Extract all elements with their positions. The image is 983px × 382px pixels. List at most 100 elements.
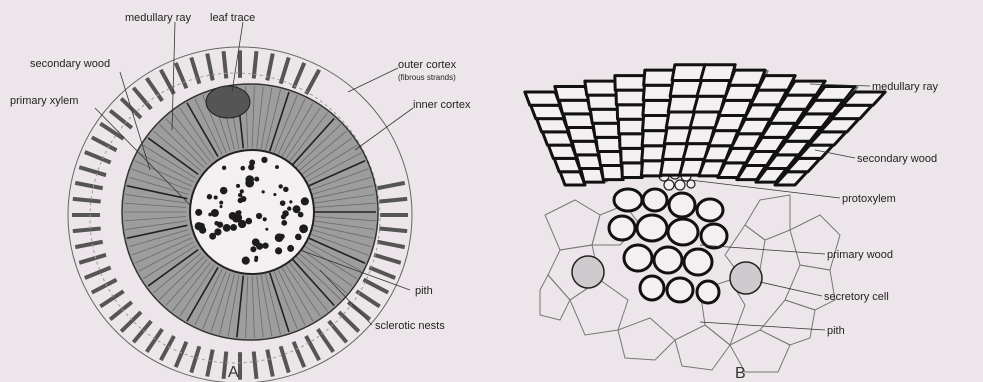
sclerotic-nest bbox=[280, 200, 286, 206]
sclerotic-nest bbox=[250, 246, 256, 252]
fibrous-strand bbox=[356, 291, 379, 306]
secondary-wood-cell bbox=[555, 87, 589, 101]
fibrous-strand bbox=[224, 51, 227, 78]
sclerotic-nest bbox=[207, 194, 212, 199]
fibrous-strand bbox=[147, 329, 163, 352]
secondary-wood-cell bbox=[599, 151, 623, 165]
fibrous-strand bbox=[100, 291, 123, 306]
secondary-wood-cell bbox=[615, 76, 646, 91]
secondary-wood-columns bbox=[525, 65, 885, 185]
sclerotic-nest bbox=[195, 209, 202, 216]
fibrous-strand bbox=[207, 54, 212, 81]
secondary-wood-cell bbox=[525, 92, 560, 105]
sclerotic-nest bbox=[295, 207, 299, 211]
sclerotic-nest bbox=[278, 184, 282, 188]
sclerotic-nest bbox=[240, 189, 244, 193]
fibrous-strand bbox=[121, 312, 141, 331]
fibrous-strand bbox=[377, 183, 404, 188]
fibrous-strand bbox=[191, 57, 199, 83]
secondary-wood-cell bbox=[568, 128, 597, 142]
fibrous-strand bbox=[110, 302, 132, 319]
secondary-wood-cell bbox=[593, 123, 620, 137]
fibrous-strand bbox=[92, 280, 117, 293]
fibrous-strand bbox=[73, 199, 101, 202]
sclerotic-nest bbox=[254, 177, 259, 182]
sclerotic-nest bbox=[283, 187, 289, 193]
fibrous-strand bbox=[92, 137, 117, 150]
fibrous-strand bbox=[191, 346, 199, 372]
fibrous-strand bbox=[75, 183, 102, 188]
fibrous-strand bbox=[133, 88, 151, 109]
sclerotic-nest bbox=[273, 193, 276, 196]
sclerotic-nest bbox=[262, 190, 265, 193]
secondary-wood-cell bbox=[559, 100, 591, 114]
sclerotic-nest bbox=[230, 224, 237, 231]
fibrous-strand bbox=[161, 70, 174, 94]
sclerotic-nest bbox=[254, 258, 258, 262]
secondary-wood-cell bbox=[643, 100, 671, 115]
secondary-wood-cell bbox=[596, 137, 621, 151]
sclerotic-nest bbox=[299, 224, 308, 233]
sclerotic-nest bbox=[245, 218, 252, 225]
panel-label-a: A bbox=[228, 364, 239, 381]
sclerotic-nest bbox=[249, 159, 255, 165]
fibrous-strand bbox=[377, 242, 404, 247]
secondary-wood-cell bbox=[563, 114, 593, 128]
fibrous-strand bbox=[207, 350, 212, 377]
secondary-wood-cell bbox=[622, 163, 642, 178]
sclerotic-nest bbox=[287, 245, 294, 252]
label-a-sclerotic-nests: sclerotic nests bbox=[375, 320, 445, 332]
fibrous-strand bbox=[254, 352, 257, 379]
fibrous-strand bbox=[306, 70, 319, 94]
secondary-wood-cell bbox=[572, 141, 599, 155]
fibrous-strand bbox=[85, 152, 111, 163]
label-b-secretory-cell: secretory cell bbox=[824, 291, 889, 303]
secondary-wood-cell bbox=[576, 155, 601, 169]
label-a-secondary-wood: secondary wood bbox=[30, 58, 110, 70]
fibrous-strand bbox=[224, 352, 227, 379]
fibrous-strand bbox=[281, 57, 289, 83]
label-a-leaf-trace: leaf trace bbox=[210, 12, 255, 24]
sclerotic-nest bbox=[217, 222, 223, 228]
panel-label-b: B bbox=[735, 365, 746, 382]
secondary-wood-cell bbox=[531, 105, 565, 118]
fibrous-strand bbox=[339, 312, 359, 331]
fibrous-strand bbox=[176, 63, 187, 88]
sclerotic-nest bbox=[238, 198, 243, 203]
secondary-wood-cell bbox=[701, 65, 736, 81]
sclerotic-nest bbox=[223, 224, 231, 232]
secondary-wood-cell bbox=[616, 90, 645, 105]
fibrous-strand bbox=[110, 111, 132, 128]
sclerotic-nest bbox=[261, 157, 267, 163]
fibrous-strand bbox=[363, 280, 388, 293]
fibrous-strand bbox=[329, 321, 347, 342]
sclerotic-nest bbox=[275, 247, 282, 254]
fibrous-strand bbox=[374, 255, 401, 263]
fibrous-strand bbox=[75, 242, 102, 247]
label-a-inner-cortex: inner cortex bbox=[413, 99, 471, 111]
fibrous-strand bbox=[294, 342, 305, 367]
fibrous-strand bbox=[306, 336, 319, 360]
secondary-wood-cell bbox=[620, 134, 644, 149]
sclerotic-nest bbox=[297, 236, 301, 240]
fibrous-strand bbox=[73, 228, 101, 231]
secondary-wood-cell bbox=[643, 85, 673, 100]
sclerotic-nest bbox=[262, 242, 268, 248]
fibrous-strand bbox=[161, 336, 174, 360]
sclerotic-nest bbox=[242, 257, 250, 265]
fibrous-strand bbox=[318, 329, 334, 352]
sclerotic-nest bbox=[214, 195, 218, 199]
figure-b: medullary ray secondary wood protoxylem … bbox=[525, 65, 939, 382]
fibrous-strand bbox=[79, 255, 106, 263]
sclerotic-nest bbox=[222, 166, 226, 170]
label-b-primary-wood: primary wood bbox=[827, 249, 893, 261]
secondary-wood-cell bbox=[618, 119, 643, 134]
sclerotic-nest bbox=[199, 226, 206, 233]
sclerotic-nest bbox=[219, 201, 223, 205]
sclerotic-nest bbox=[298, 212, 304, 218]
secondary-wood-cell bbox=[621, 148, 643, 163]
label-b-protoxylem: protoxylem bbox=[842, 193, 896, 205]
label-a-pith: pith bbox=[415, 285, 433, 297]
sclerotic-nest bbox=[238, 193, 242, 197]
